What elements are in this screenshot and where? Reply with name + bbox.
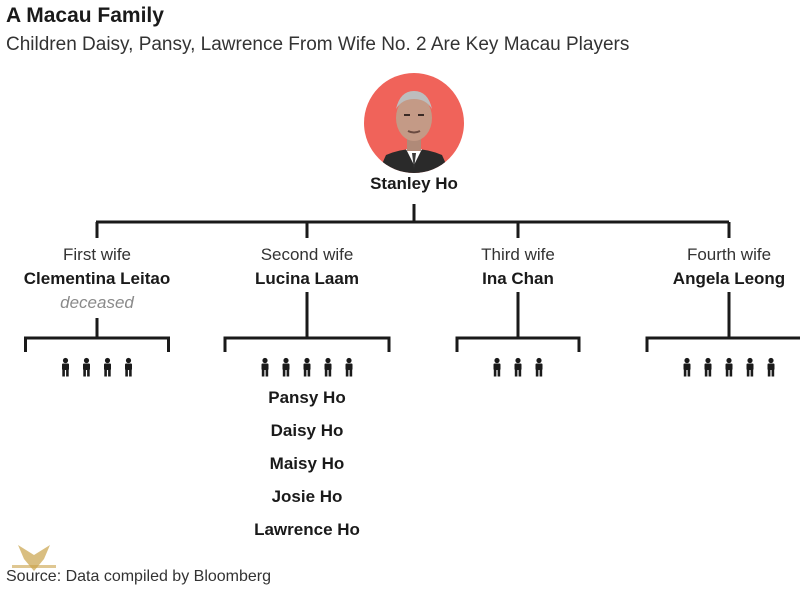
wife-role: Second wife	[260, 245, 354, 264]
child-name: Josie Ho	[271, 487, 343, 506]
person-icon	[746, 357, 754, 377]
wife-third: Third wife Ina Chan	[418, 244, 618, 292]
wife-name: Lucina Laam	[255, 269, 359, 288]
children-bracket	[645, 336, 800, 352]
wife-name: Clementina Leitao	[23, 269, 171, 288]
person-icon	[303, 357, 311, 377]
wife-note: deceased	[60, 293, 134, 312]
person-icon	[125, 357, 132, 377]
child-name: Daisy Ho	[270, 421, 344, 440]
person-icon	[767, 357, 775, 377]
root-name: Stanley Ho	[370, 174, 458, 193]
child-name: Lawrence Ho	[254, 520, 360, 539]
person-icon	[683, 357, 691, 377]
chart-subtitle: Children Daisy, Pansy, Lawrence From Wif…	[6, 34, 630, 55]
person-icon	[83, 357, 90, 377]
wife-role: First wife	[63, 245, 131, 264]
wife-role: Third wife	[481, 245, 555, 264]
named-children-list: Pansy Ho Daisy Ho Maisy Ho Josie Ho Lawr…	[207, 386, 407, 551]
person-icon	[493, 357, 501, 377]
wife-name: Angela Leong	[672, 269, 786, 288]
children-bracket	[223, 336, 391, 352]
person-icon	[725, 357, 733, 377]
person-icon	[282, 357, 290, 377]
person-icon	[104, 357, 111, 377]
person-icon	[261, 357, 269, 377]
wife-first: First wife Clementina Leitao deceased	[0, 244, 197, 314]
person-icon	[704, 357, 712, 377]
stanley-ho-portrait	[364, 73, 464, 173]
children-bracket	[455, 336, 581, 352]
chart-title: A Macau Family	[6, 4, 164, 27]
wife-name: Ina Chan	[482, 269, 554, 288]
person-icon	[535, 357, 543, 377]
children-bracket	[24, 336, 170, 352]
person-icon	[345, 357, 353, 377]
child-name: Pansy Ho	[268, 388, 346, 407]
person-icon	[324, 357, 332, 377]
wife-fourth: Fourth wife Angela Leong	[629, 244, 800, 292]
wife-second: Second wife Lucina Laam	[207, 244, 407, 292]
watermark-seal	[12, 545, 56, 571]
person-icon	[62, 357, 69, 377]
child-name: Maisy Ho	[269, 454, 345, 473]
portrait-illustration	[364, 73, 464, 173]
wife-role: Fourth wife	[686, 245, 772, 264]
source-note: Source: Data compiled by Bloomberg	[6, 568, 272, 585]
person-icon	[514, 357, 522, 377]
